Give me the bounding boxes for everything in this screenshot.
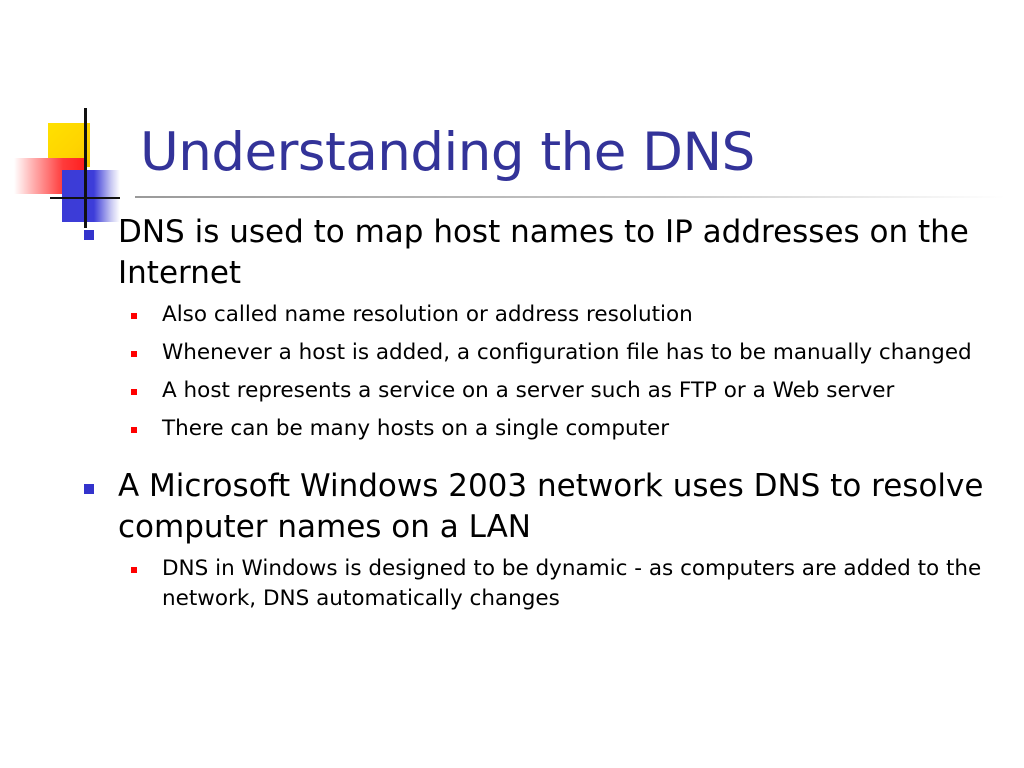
sub-bullet-1-3-text: A host represents a service on a server … [162, 378, 895, 403]
small-square-bullet-icon [131, 313, 137, 319]
sub-bullet-1-4-text: There can be many hosts on a single comp… [162, 416, 670, 441]
bullet-2-text: A Microsoft Windows 2003 network uses DN… [118, 468, 984, 545]
title-underline [135, 196, 1005, 198]
slide-title: Understanding the DNS [140, 122, 755, 183]
sub-bullet-1-3: A host represents a service on a server … [82, 376, 1002, 406]
sub-bullet-2-1-text: DNS in Windows is designed to be dynamic… [162, 556, 982, 611]
horizontal-line [50, 197, 120, 199]
sub-bullet-1-1-text: Also called name resolution or address r… [162, 302, 693, 327]
small-square-bullet-icon [131, 427, 137, 433]
slide-content: DNS is used to map host names to IP addr… [82, 212, 1002, 622]
sub-bullet-1-2: Whenever a host is added, a configuratio… [82, 338, 1002, 368]
bullet-1-text: DNS is used to map host names to IP addr… [118, 214, 969, 291]
blue-square [62, 170, 120, 222]
vertical-line [84, 108, 87, 228]
colored-squares-logo-icon [10, 105, 150, 230]
small-square-bullet-icon [131, 389, 137, 395]
square-bullet-icon [84, 230, 94, 240]
sub-bullet-1-4: There can be many hosts on a single comp… [82, 414, 1002, 444]
sub-bullet-1-1: Also called name resolution or address r… [82, 300, 1002, 330]
small-square-bullet-icon [131, 567, 137, 573]
bullet-2: A Microsoft Windows 2003 network uses DN… [82, 466, 1002, 548]
sub-bullet-2-1: DNS in Windows is designed to be dynamic… [82, 554, 1002, 614]
bullet-1: DNS is used to map host names to IP addr… [82, 212, 1002, 294]
small-square-bullet-icon [131, 351, 137, 357]
square-bullet-icon [84, 484, 94, 494]
sub-bullet-1-2-text: Whenever a host is added, a configuratio… [162, 340, 972, 365]
